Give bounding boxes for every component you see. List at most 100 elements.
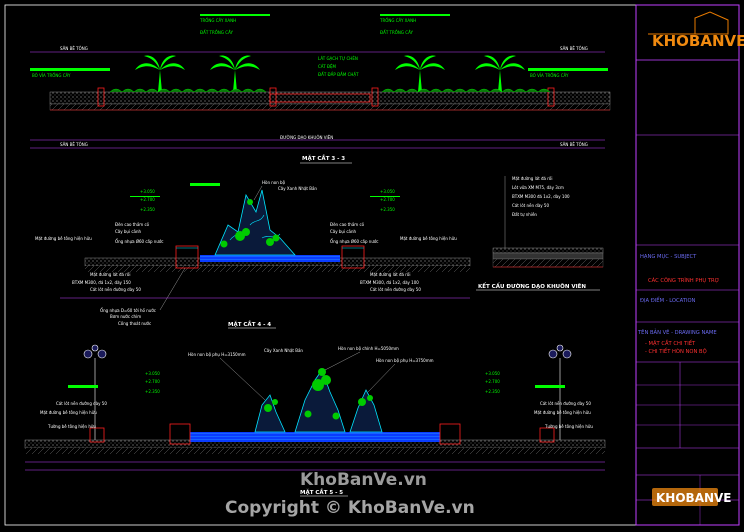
svg-text:+2.700: +2.700 [485, 379, 500, 384]
mountain-label-4: Hòn non bộ phụ H=3750mm [376, 358, 434, 363]
svg-text:Đèn cao thảm cỏ: Đèn cao thảm cỏ [330, 222, 365, 227]
svg-text:Cát lót nền đường dày 50: Cát lót nền đường dày 50 [56, 401, 107, 406]
left-notes-5: Cát lót nền đường dày 50 Mặt đường bê tô… [40, 401, 107, 429]
svg-text:Cát lót nền đường dày 50: Cát lót nền đường dày 50 [90, 287, 141, 292]
watermark-center: KhoBanVe.vn [300, 470, 427, 490]
left-curb-note: BÓ VỈA TRỒNG CÂY [32, 73, 71, 78]
section-3-3-title: MẶT CẮT 3 - 3 [302, 154, 345, 162]
svg-text:Cây bụi cảnh: Cây bụi cảnh [115, 229, 142, 234]
drawing-name-1: - MẶT CẮT CHI TIẾT [645, 339, 696, 347]
svg-text:+2.700: +2.700 [145, 379, 160, 384]
subject-label: HẠNG MỤC - SUBJECT [640, 254, 697, 260]
right-notes: Mặt đường bê tông hiện hữu Đèn cao thảm … [330, 222, 457, 292]
right-curb-note: BÓ VỈA TRỒNG CÂY [530, 73, 569, 78]
mountain-label-2: Cây Xanh Nhật Bản [264, 348, 303, 353]
center-note-2: CÁT ĐỆM [318, 64, 337, 69]
tree-icon [220, 199, 280, 248]
rock-mountain-icon [349, 389, 383, 433]
right-levels: +3.050 +2.700 +2.350 [380, 189, 395, 212]
detail-layers: Mặt đường lát đá rối Lót vữa XM M75, dày… [512, 176, 570, 217]
left-levels-5: +3.050 +2.700 +2.350 [145, 371, 160, 394]
section-3-3: SÂN BÊ TÔNG SÂN BÊ TÔNG SÂN BÊ TÔNG SÂN … [30, 14, 611, 164]
section-4-4-title: MẶT CẮT 4 - 4 [228, 320, 271, 328]
left-outer-label: SÂN BÊ TÔNG [60, 46, 88, 51]
left-tree-note-1: TRỒNG CÂY XANH [199, 18, 236, 23]
rock-mountain-icon [254, 394, 286, 433]
svg-text:Tường bê tông hiện hữu: Tường bê tông hiện hữu [47, 424, 96, 429]
svg-text:+3.050: +3.050 [145, 371, 160, 376]
right-tree-note-2: ĐẤT TRỒNG CÂY [380, 30, 414, 35]
svg-text:+2.350: +2.350 [145, 389, 160, 394]
svg-text:Ống nhựa D=60 tới hồ nước: Ống nhựa D=60 tới hồ nước [100, 308, 156, 313]
right-levels-5: +3.050 +2.700 +2.350 [485, 371, 500, 394]
mountain-label-1: Hòn non bộ phụ H=3150mm [188, 352, 246, 357]
center-bottom-label: ĐƯỜNG DẠO KHUÔN VIÊN [280, 135, 333, 140]
lamp-icon [83, 344, 107, 440]
right-bottom-label: SÂN BÊ TÔNG [560, 142, 588, 147]
svg-text:Đất tự nhiên: Đất tự nhiên [512, 212, 537, 217]
svg-text:+3.050: +3.050 [380, 189, 395, 194]
svg-text:+2.700: +2.700 [380, 197, 395, 202]
svg-text:Bơm nước chìm: Bơm nước chìm [110, 314, 141, 319]
left-bottom-label: SÂN BÊ TÔNG [60, 142, 88, 147]
section-5-5-title: MẶT CẮT 5 - 5 [300, 488, 343, 496]
svg-text:BTXM M300, đá 1x2, dày 100: BTXM M300, đá 1x2, dày 100 [360, 280, 419, 285]
svg-text:KHOBANVE: KHOBANVE [652, 32, 744, 50]
svg-text:Cát lót nền đường dày 50: Cát lót nền đường dày 50 [370, 287, 421, 292]
svg-text:Mặt đường lát đá rối: Mặt đường lát đá rối [370, 272, 410, 277]
mountain-label-3: Hòn non bộ chính H=5050mm [338, 346, 399, 351]
title-block: HẠNG MỤC - SUBJECT CÁC CÔNG TRÌNH PHỤ TR… [635, 4, 740, 525]
logo: KHOBANVE [648, 11, 744, 50]
palm-tree-icon [475, 55, 525, 92]
svg-text:Mặt đường bê tông hiện hữu: Mặt đường bê tông hiện hữu [40, 410, 97, 415]
svg-text:Mặt đường bê tông hiện hữu: Mặt đường bê tông hiện hữu [400, 236, 457, 241]
palm-tree-icon [135, 55, 185, 92]
watermark-copyright: Copyright © KhoBanVe.vn [225, 498, 475, 518]
mountain-label: Hòn non bộ [262, 180, 286, 185]
left-tree-note-2: ĐẤT TRỒNG CÂY [200, 30, 234, 35]
section-4-4: +3.050 +2.700 +2.350 +3.050 +2.700 +2.35… [35, 180, 471, 329]
svg-text:Tường bê tông hiện hữu: Tường bê tông hiện hữu [544, 424, 593, 429]
section-5-5: +3.050 +2.700 +2.350 +3.050 +2.700 +2.35… [24, 344, 606, 497]
svg-text:KHOBANVE: KHOBANVE [656, 491, 732, 505]
right-notes-5: Cát lót nền đường dày 50 Mặt đường bê tô… [534, 401, 593, 429]
svg-text:+3.050: +3.050 [140, 189, 155, 194]
tree-label: Cây Xanh Nhật Bản [278, 186, 317, 191]
svg-text:Mặt đường bê tông hiện hữu: Mặt đường bê tông hiện hữu [534, 410, 591, 415]
svg-text:Mặt đường lát đá rối: Mặt đường lát đá rối [90, 272, 130, 277]
path-structure-detail: Mặt đường lát đá rối Lót vữa XM M75, dày… [476, 176, 604, 291]
svg-text:+2.350: +2.350 [140, 207, 155, 212]
location-label: ĐỊA ĐIỂM - LOCATION [640, 296, 696, 304]
tree-icon [264, 368, 373, 420]
svg-text:Cống thoát nước: Cống thoát nước [118, 321, 151, 326]
logo: KHOBANVE [652, 488, 732, 506]
center-note-3: ĐẤT ĐẮP ĐẦM CHẶT [318, 72, 359, 77]
svg-text:Cây bụi cảnh: Cây bụi cảnh [330, 229, 357, 234]
bottom-notes: Ống nhựa D=60 tới hồ nước Bơm nước chìm … [100, 267, 186, 326]
drawing-name-label: TÊN BẢN VẼ - DRAWING NAME [637, 328, 717, 336]
svg-text:Cát lót nền dày 50: Cát lót nền dày 50 [512, 203, 549, 208]
svg-text:Cát lót nền đường dày 50: Cát lót nền đường dày 50 [540, 401, 591, 406]
svg-text:+3.050: +3.050 [485, 371, 500, 376]
title-block-frame [635, 4, 740, 526]
drawing-name-2: - CHI TIẾT HÒN NON BỘ [645, 347, 707, 355]
detail-title: KẾT CẤU ĐƯỜNG DẠO KHUÔN VIÊN [478, 282, 586, 290]
left-notes: Mặt đường bê tông hiện hữu Đèn cao thảm … [35, 222, 164, 292]
svg-text:+2.350: +2.350 [485, 389, 500, 394]
svg-text:Ống nhựa Ø60 cấp nước: Ống nhựa Ø60 cấp nước [330, 239, 379, 244]
svg-text:+2.700: +2.700 [140, 197, 155, 202]
svg-text:Lót vữa XM M75, dày 3cm: Lót vữa XM M75, dày 3cm [512, 185, 564, 190]
lamp-icon [548, 344, 572, 440]
rock-mountain-icon [294, 369, 346, 433]
svg-text:+2.350: +2.350 [380, 207, 395, 212]
left-levels: +3.050 +2.700 +2.350 [140, 189, 155, 212]
right-tree-note-1: TRỒNG CÂY XANH [379, 18, 416, 23]
palm-tree-icon [395, 55, 445, 92]
right-outer-label: SÂN BÊ TÔNG [560, 46, 588, 51]
svg-text:BTXM M300, đá 1x2, dày 150: BTXM M300, đá 1x2, dày 150 [72, 280, 131, 285]
center-note-1: LÁT GẠCH TỰ CHÈN [318, 56, 358, 61]
subject-value: CÁC CÔNG TRÌNH PHỤ TRỢ [648, 277, 719, 284]
svg-text:Đèn cao thảm cỏ: Đèn cao thảm cỏ [115, 222, 150, 227]
svg-text:Mặt đường bê tông hiện hữu: Mặt đường bê tông hiện hữu [35, 236, 92, 241]
